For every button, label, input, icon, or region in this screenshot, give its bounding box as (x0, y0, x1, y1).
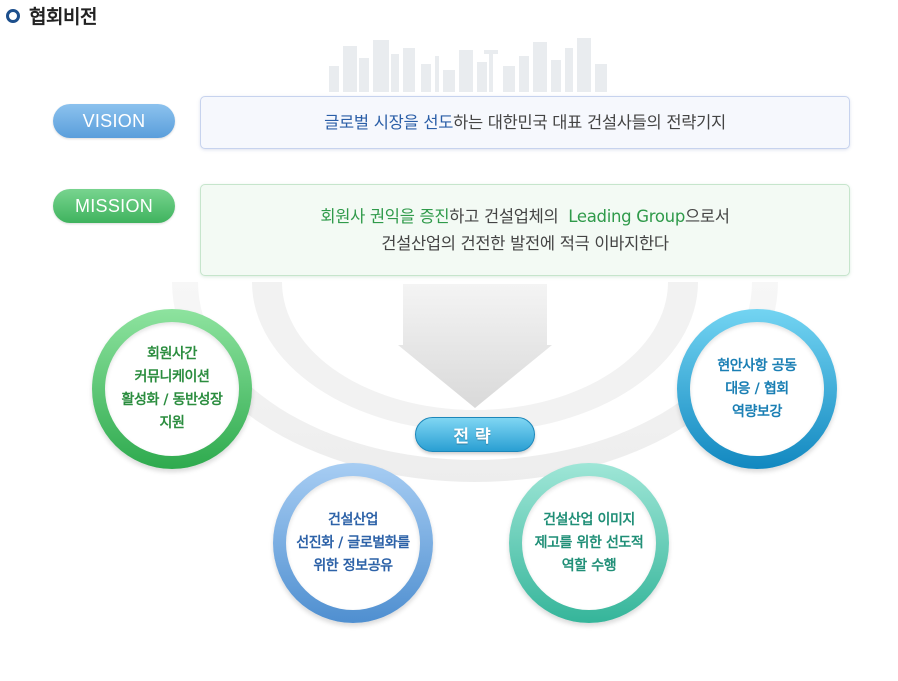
circle-text-line: 역할 수행 (562, 555, 616, 578)
vision-pill: VISION (53, 104, 175, 138)
strategy-circle-joint-response: 현안사항 공동 대응 / 협회 역량보강 (677, 309, 837, 469)
circle-text-line: 제고를 위한 선도적 (535, 532, 644, 555)
mission-line-1-end: 으로서 (685, 207, 730, 226)
circle-text-line: 회원사간 (147, 343, 197, 366)
strategy-pill: 전략 (415, 417, 535, 452)
circle-inner: 회원사간 커뮤니케이션 활성화 / 동반성장 지원 (105, 322, 239, 456)
circle-text-line: 건설산업 이미지 (543, 509, 635, 532)
city-skyline-icon (325, 36, 615, 92)
mission-line-1-mid: 하고 건설업체의 (449, 207, 558, 226)
circle-text-line: 위한 정보공유 (313, 555, 392, 578)
mission-pill: MISSION (53, 189, 175, 223)
mission-highlight: 회원사 권익을 증진 (320, 207, 449, 226)
vision-highlight: 글로벌 시장을 선도 (324, 113, 453, 132)
vision-rest: 하는 대한민국 대표 건설사들의 전략기지 (453, 113, 726, 132)
down-arrow (398, 284, 552, 408)
circle-text-line: 활성화 / 동반성장 (121, 389, 222, 412)
circle-inner: 건설산업 선진화 / 글로벌화를 위한 정보공유 (286, 476, 420, 610)
strategy-circle-information-sharing: 건설산업 선진화 / 글로벌화를 위한 정보공유 (273, 463, 433, 623)
circle-text-line: 선진화 / 글로벌화를 (296, 532, 410, 555)
strategy-circle-image-improvement: 건설산업 이미지 제고를 위한 선도적 역할 수행 (509, 463, 669, 623)
mission-leading-group: Leading Group (568, 207, 685, 226)
circle-inner: 건설산업 이미지 제고를 위한 선도적 역할 수행 (522, 476, 656, 610)
vision-box: 글로벌 시장을 선도하는 대한민국 대표 건설사들의 전략기지 (200, 96, 850, 149)
mission-line-2: 건설산업의 건전한 발전에 적극 이바지한다 (381, 230, 669, 257)
circle-text-line: 현안사항 공동 (717, 355, 796, 378)
circle-text-line: 역량보강 (732, 401, 782, 424)
circle-text-line: 대응 / 협회 (725, 378, 789, 401)
circle-text-line: 지원 (160, 412, 185, 435)
mission-line-1: 회원사 권익을 증진하고 건설업체의 Leading Group으로서 (320, 203, 729, 230)
circle-text-line: 건설산업 (328, 509, 378, 532)
circle-text-line: 커뮤니케이션 (135, 366, 210, 389)
strategy-circle-communication: 회원사간 커뮤니케이션 활성화 / 동반성장 지원 (92, 309, 252, 469)
vision-text: 글로벌 시장을 선도하는 대한민국 대표 건설사들의 전략기지 (324, 109, 726, 136)
circle-inner: 현안사항 공동 대응 / 협회 역량보강 (690, 322, 824, 456)
mission-box: 회원사 권익을 증진하고 건설업체의 Leading Group으로서 건설산업… (200, 184, 850, 276)
